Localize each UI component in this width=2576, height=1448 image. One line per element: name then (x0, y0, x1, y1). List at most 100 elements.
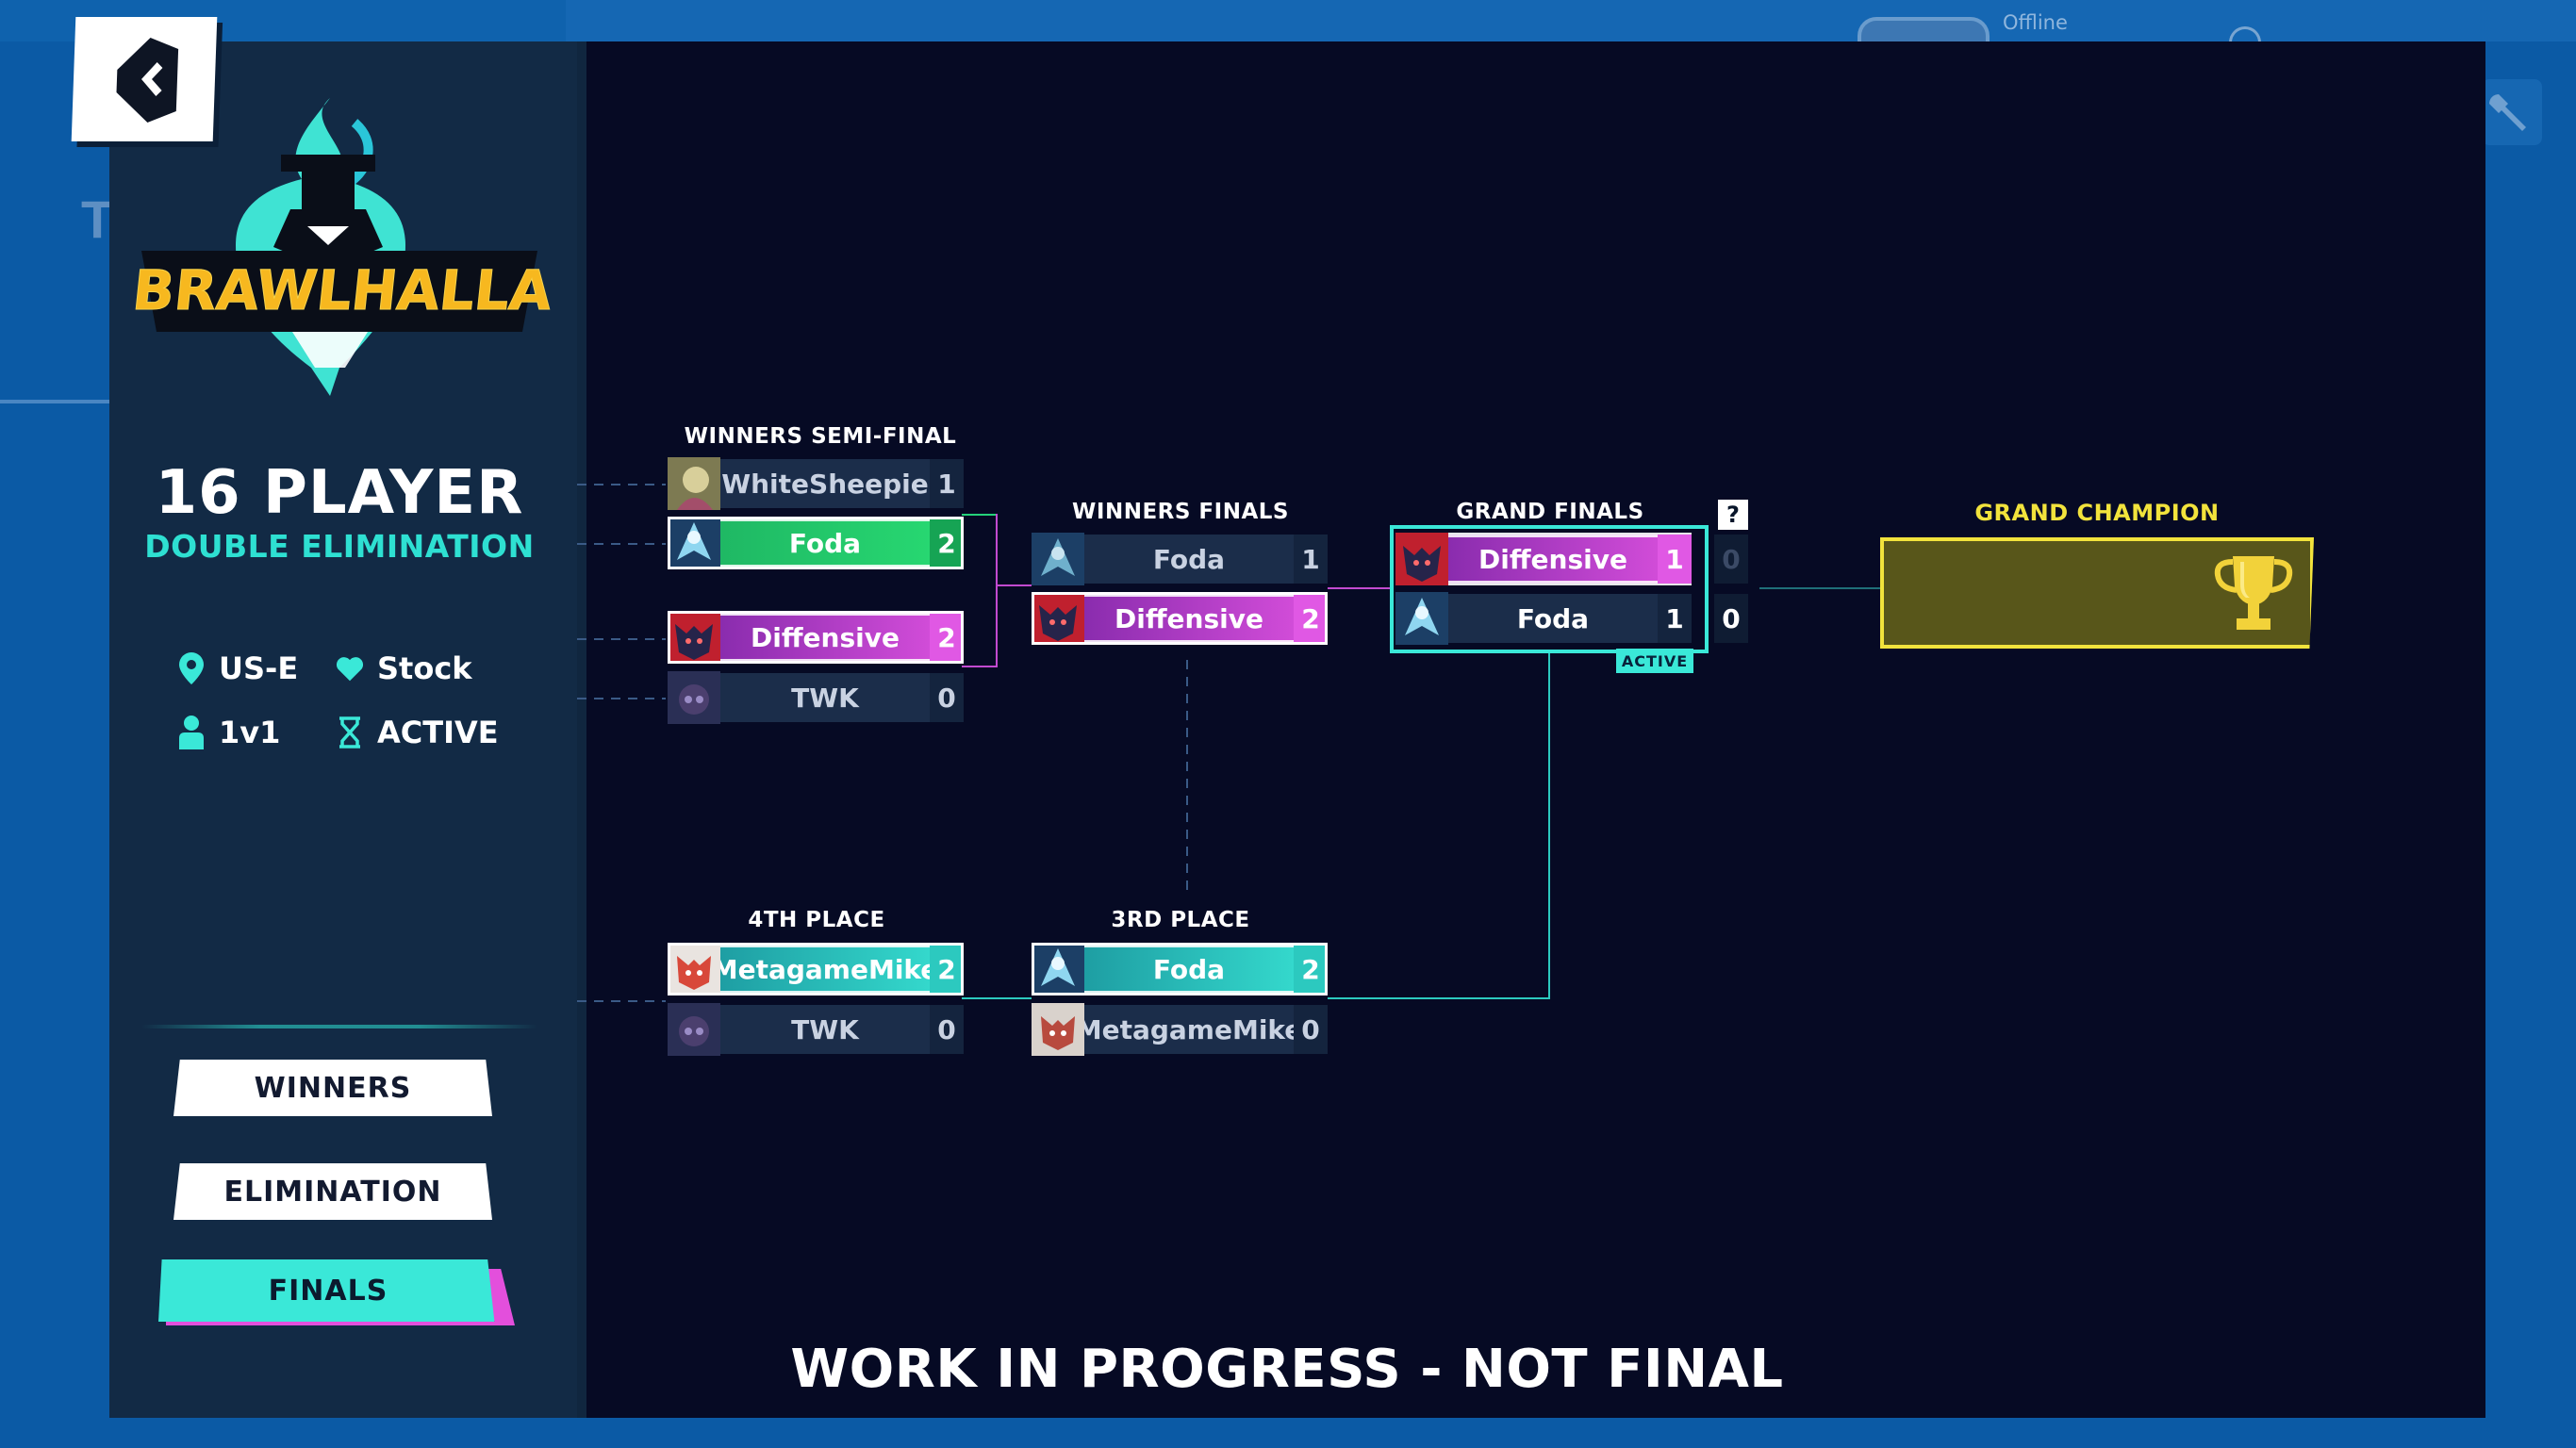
match-row[interactable]: Foda 2 (1032, 943, 1328, 996)
region-info: US-E (177, 650, 298, 686)
background-divider (0, 400, 113, 403)
work-in-progress-notice: WORK IN PROGRESS - NOT FINAL (790, 1339, 1784, 1400)
feed-line (577, 698, 666, 699)
background-header (566, 0, 2576, 41)
player-score: 1 (1658, 594, 1692, 643)
sidebar-separator (141, 1025, 537, 1028)
connector (1328, 997, 1550, 999)
grand-finals-label: GRAND FINALS (1456, 500, 1644, 524)
connector (1548, 653, 1550, 999)
logo-text: BRAWLHALLA (129, 258, 554, 322)
player-score: 1 (930, 459, 964, 508)
player-score: 1 (1658, 535, 1692, 584)
match-row[interactable]: Foda 1 (1395, 592, 1692, 645)
match-row[interactable]: WhiteSheepie 1 (668, 457, 964, 510)
trophy-icon (2212, 552, 2295, 637)
set-score: 0 (1714, 535, 1748, 584)
sidebar-edge (577, 41, 586, 1418)
player-name: MetagameMike (1084, 1005, 1294, 1054)
match-row[interactable]: TWK 0 (668, 671, 964, 724)
player-score: 0 (1294, 1005, 1328, 1054)
player-name: Diffensive (720, 613, 930, 662)
feed-line (577, 1000, 666, 1002)
status-value: ACTIVE (377, 715, 499, 750)
help-button[interactable]: ? (1718, 500, 1748, 530)
player-score: 0 (930, 673, 964, 722)
connector (1328, 587, 1390, 589)
player-name: Foda (720, 518, 930, 568)
player-avatar (1032, 1003, 1084, 1056)
winners-semi-label: WINNERS SEMI-FINAL (684, 424, 957, 449)
player-avatar (668, 611, 720, 664)
connector (962, 997, 1032, 999)
player-score: 2 (930, 613, 964, 662)
tournament-format: DOUBLE ELIMINATION (144, 528, 535, 565)
feed-line (577, 638, 666, 640)
tab-elimination[interactable]: ELIMINATION (173, 1163, 492, 1220)
match-row[interactable]: TWK 0 (668, 1003, 964, 1056)
player-avatar (1032, 592, 1084, 645)
tournament-size: 16 PLAYER (155, 458, 524, 528)
heart-icon (336, 652, 364, 684)
background-status-text: Offline (2003, 11, 2068, 34)
back-button[interactable] (71, 17, 218, 141)
player-avatar (1395, 592, 1448, 645)
tab-winners[interactable]: WINNERS (173, 1060, 492, 1116)
feed-line (577, 543, 666, 545)
team-value: 1v1 (219, 715, 281, 750)
connector (962, 514, 998, 516)
player-avatar (668, 943, 720, 996)
background-wrench-icon (2482, 79, 2542, 145)
region-value: US-E (219, 650, 299, 686)
player-avatar (668, 457, 720, 510)
back-arrow-icon (116, 38, 179, 123)
third-place-label: 3RD PLACE (1111, 908, 1250, 932)
connector (1759, 587, 1880, 589)
player-score: 2 (930, 518, 964, 568)
player-name: MetagameMike (720, 945, 930, 994)
player-avatar (1032, 943, 1084, 996)
match-row[interactable]: MetagameMike 2 (668, 943, 964, 996)
brawlhalla-logo: BRAWLHALLA (123, 85, 556, 409)
player-name: Foda (1448, 594, 1658, 643)
match-row[interactable]: Foda 1 (1032, 533, 1328, 585)
loser-drop-line (1186, 660, 1188, 896)
player-score: 2 (1294, 594, 1328, 643)
player-name: Foda (1084, 945, 1294, 994)
set-score: 0 (1714, 594, 1748, 643)
player-avatar (1032, 533, 1084, 585)
match-row[interactable]: Diffensive 2 (1032, 592, 1328, 645)
match-row[interactable]: Diffensive 1 (1395, 533, 1692, 585)
player-name: TWK (720, 1005, 930, 1054)
background-bottom (0, 1418, 2576, 1448)
player-score: 2 (1294, 945, 1328, 994)
fourth-place-label: 4TH PLACE (748, 908, 885, 932)
background-avatar (1858, 17, 1990, 45)
player-name: Foda (1084, 535, 1294, 584)
player-name: Diffensive (1448, 535, 1658, 584)
connector (998, 584, 1032, 586)
match-row[interactable]: Foda 2 (668, 517, 964, 569)
player-avatar (1395, 533, 1448, 585)
status-info: ACTIVE (336, 715, 499, 750)
player-name: Diffensive (1084, 594, 1294, 643)
player-score: 1 (1294, 535, 1328, 584)
match-row[interactable]: MetagameMike 0 (1032, 1003, 1328, 1056)
active-match-frame (1390, 525, 1709, 653)
connector (996, 514, 998, 666)
team-info: 1v1 (177, 715, 280, 750)
match-row[interactable]: Diffensive 2 (668, 611, 964, 664)
player-avatar (668, 671, 720, 724)
location-pin-icon (177, 652, 206, 684)
player-name: WhiteSheepie (720, 459, 930, 508)
background-circle-icon (2229, 26, 2261, 45)
connector (962, 666, 998, 667)
tab-finals[interactable]: FINALS (158, 1259, 495, 1322)
person-icon (177, 716, 206, 749)
hourglass-icon (336, 716, 364, 749)
background-letter: T (81, 189, 114, 249)
player-avatar (668, 517, 720, 569)
mode-info: Stock (336, 650, 472, 686)
player-name: TWK (720, 673, 930, 722)
